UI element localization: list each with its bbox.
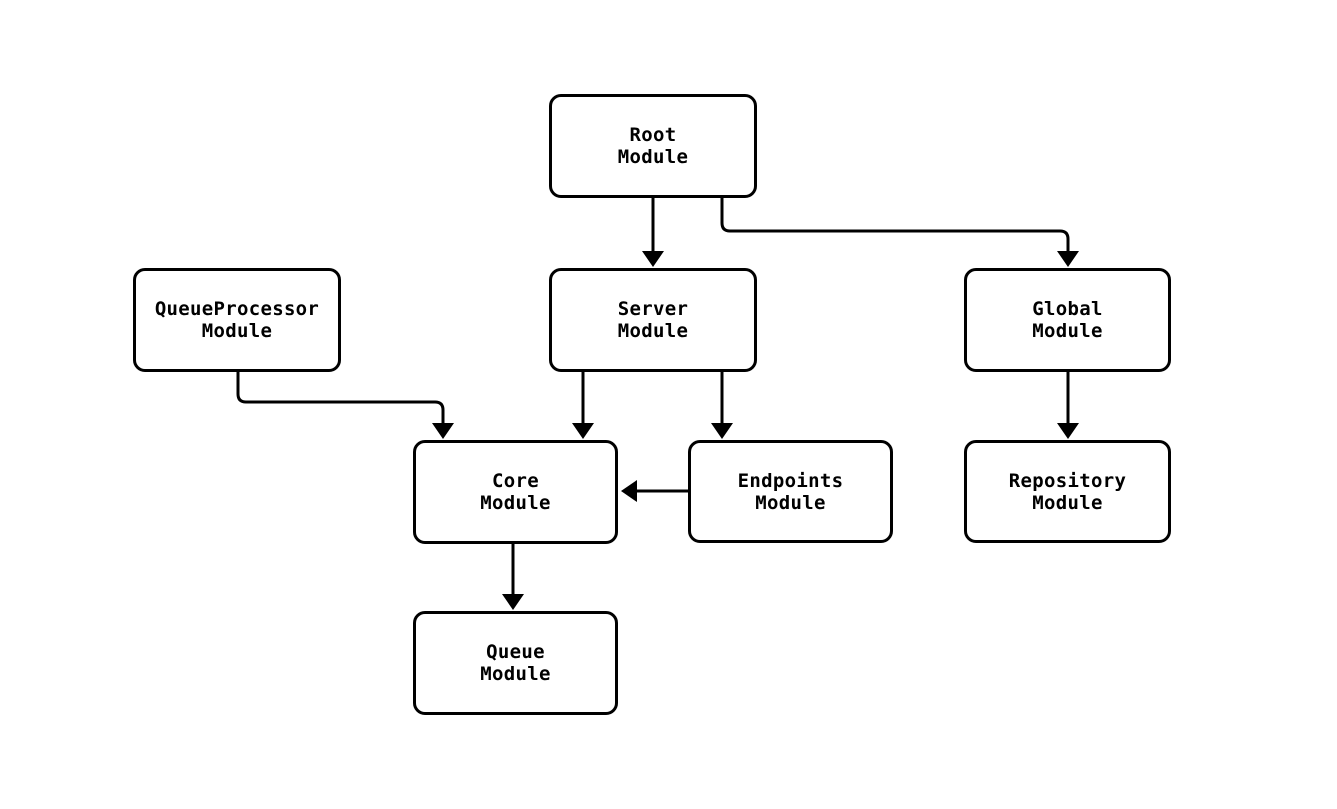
edge-root-to-global	[720, 198, 1070, 253]
node-queueprocessor-module: QueueProcessor Module	[133, 268, 341, 372]
arrowhead-root-to-global	[1057, 251, 1079, 267]
arrowhead-global-to-repository	[1057, 423, 1079, 439]
node-root-module: Root Module	[549, 94, 757, 198]
arrowhead-endpoints-to-core	[621, 480, 637, 502]
arrowhead-core-to-queue	[502, 594, 524, 610]
node-server-module: Server Module	[549, 268, 757, 372]
edge-queue-processor-to-core	[236, 372, 445, 425]
node-repository-module: Repository Module	[964, 440, 1171, 543]
node-core-module: Core Module	[413, 440, 618, 544]
arrowhead-queue-processor-to-core	[432, 423, 454, 439]
arrowhead-server-to-core	[572, 423, 594, 439]
node-endpoints-module: Endpoints Module	[688, 440, 893, 543]
arrowhead-root-to-server	[642, 251, 664, 267]
node-queue-module: Queue Module	[413, 611, 618, 715]
arrowhead-server-to-endpoints	[711, 423, 733, 439]
node-global-module: Global Module	[964, 268, 1171, 372]
